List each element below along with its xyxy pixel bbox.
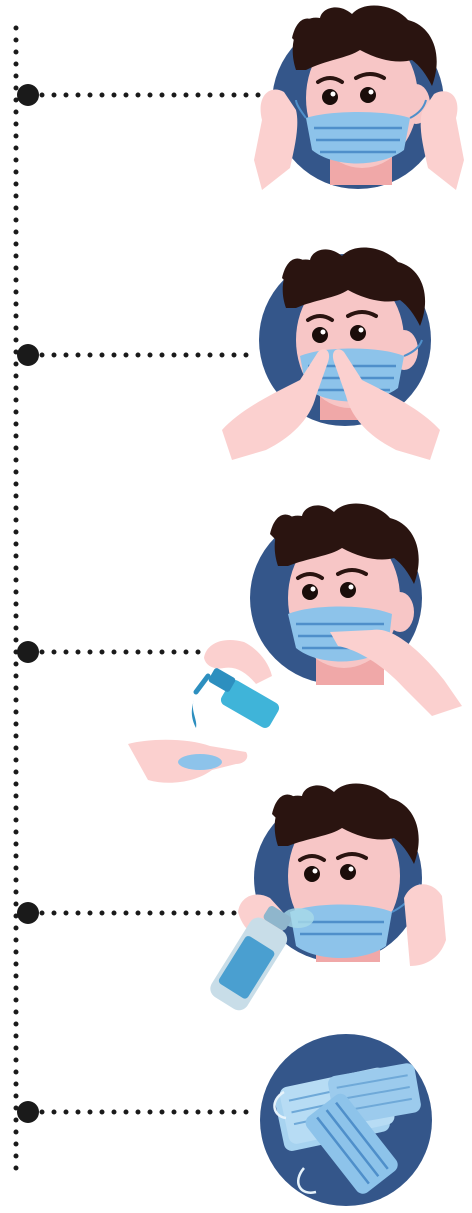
stack-of-surgical-masks-icon: [260, 1034, 432, 1206]
timeline-node-2: [17, 344, 39, 366]
man-wearing-mask-icon: [254, 5, 464, 190]
timeline-connector-5: [17, 1101, 252, 1123]
timeline-connector-2: [17, 344, 252, 366]
man-pinching-nose-bridge-icon: [222, 247, 440, 460]
timeline-node-4: [17, 902, 39, 924]
timeline-connector-4: [17, 902, 236, 924]
man-adjusting-mask-with-sanitizer-icon: [128, 503, 462, 782]
timeline-node-1: [17, 84, 39, 106]
timeline-node-3: [17, 641, 39, 663]
man-mask-with-spray-bottle-icon: [207, 783, 446, 1014]
timeline-connector-1: [17, 84, 272, 106]
timeline-connector-3: [17, 641, 200, 663]
timeline-node-5: [17, 1101, 39, 1123]
